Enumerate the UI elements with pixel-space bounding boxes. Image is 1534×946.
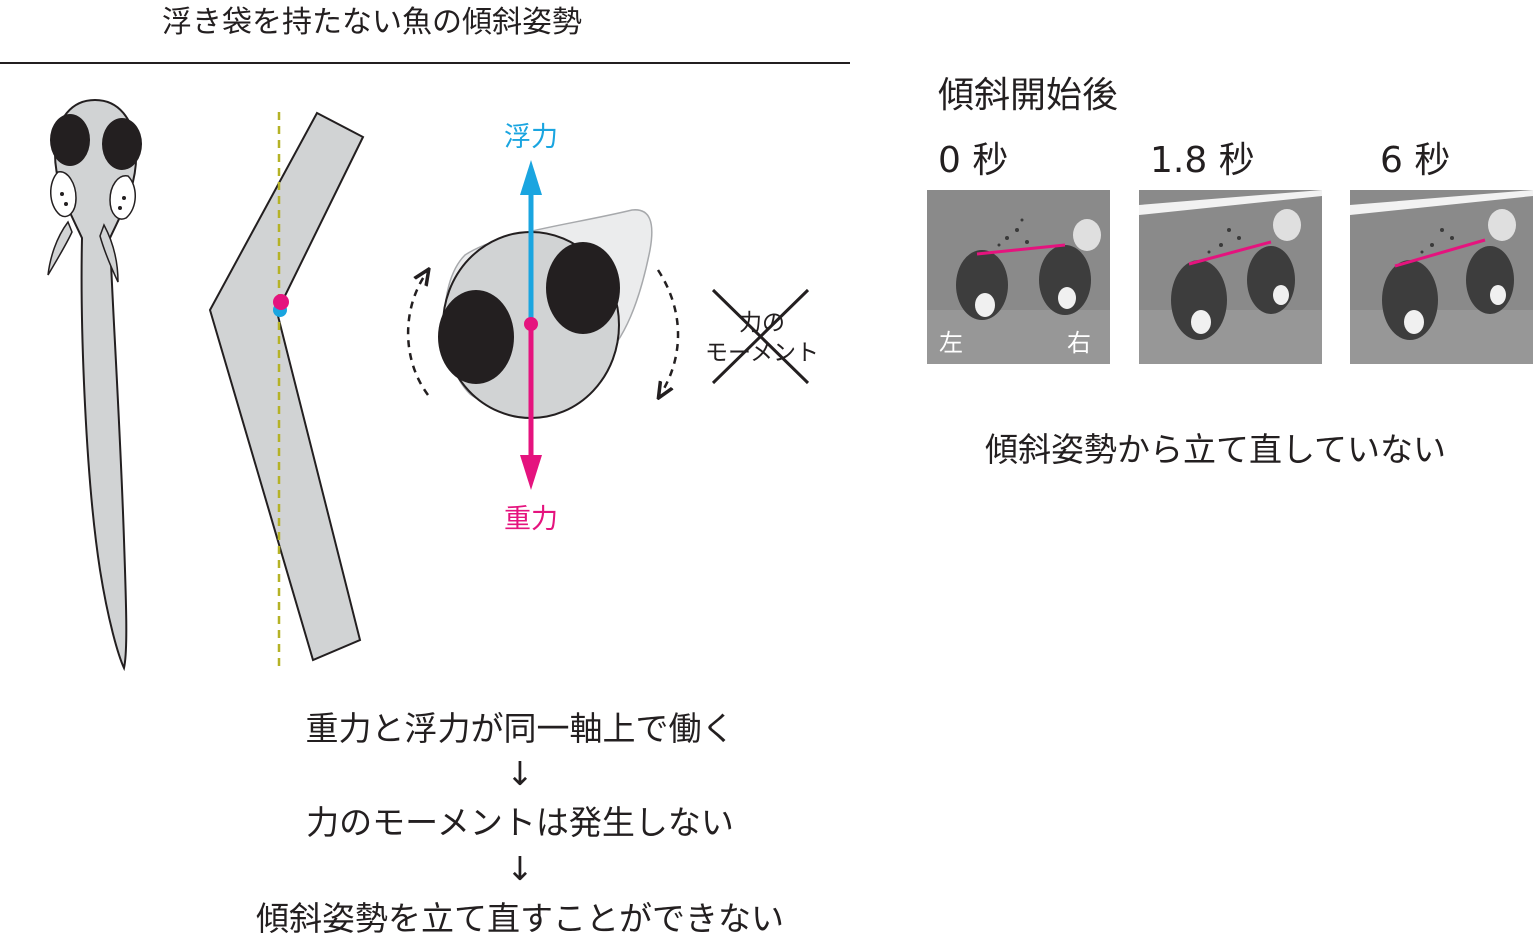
video-frame-6s <box>1350 190 1533 364</box>
time-label-2: 6 秒 <box>1380 140 1451 181</box>
time-label-0: 0 秒 <box>938 140 1009 181</box>
rotation-arrow-left <box>406 275 428 396</box>
title-rule <box>0 62 850 64</box>
caption-arrow-2: ↓ <box>506 849 534 888</box>
moment-label-line2: モーメント <box>705 340 819 366</box>
tilt-line-2 <box>1394 238 1486 268</box>
video-frame-1-8s <box>1139 190 1322 364</box>
figure-title: 浮き袋を持たない魚の傾斜姿勢 <box>162 5 582 40</box>
caption-arrow-1: ↓ <box>506 754 534 793</box>
eye-right-icon <box>546 242 620 334</box>
right-eye-icon <box>102 118 142 170</box>
caption-line-1: 重力と浮力が同一軸上で働く <box>305 709 735 748</box>
gravity-label: 重力 <box>504 504 558 535</box>
rotation-arrow-right <box>658 269 680 392</box>
caption-line-2: 力のモーメントは発生しない <box>306 803 734 842</box>
experiment-title: 傾斜開始後 <box>938 75 1119 116</box>
eye-left-icon <box>438 290 514 384</box>
bent-body <box>208 111 365 668</box>
buoyancy-label: 浮力 <box>504 122 558 153</box>
experiment-result: 傾斜姿勢から立て直していない <box>985 430 1447 469</box>
cross-section: 浮力 重力 力の モーメント <box>406 122 819 535</box>
right-side-label: 右 <box>1067 329 1091 357</box>
caption-line-3: 傾斜姿勢を立て直すことができない <box>256 899 784 938</box>
larva-top-view <box>47 98 142 672</box>
tilt-line-1 <box>1188 240 1272 266</box>
tilt-diagram: 浮力 重力 力の モーメント <box>47 98 819 672</box>
tilt-line-0 <box>976 243 1066 256</box>
left-eye-icon <box>50 114 90 166</box>
video-frame-0s: 左 右 <box>927 190 1110 364</box>
center-of-gravity <box>273 294 289 310</box>
left-side-label: 左 <box>939 329 963 357</box>
time-label-1: 1.8 秒 <box>1150 140 1255 181</box>
